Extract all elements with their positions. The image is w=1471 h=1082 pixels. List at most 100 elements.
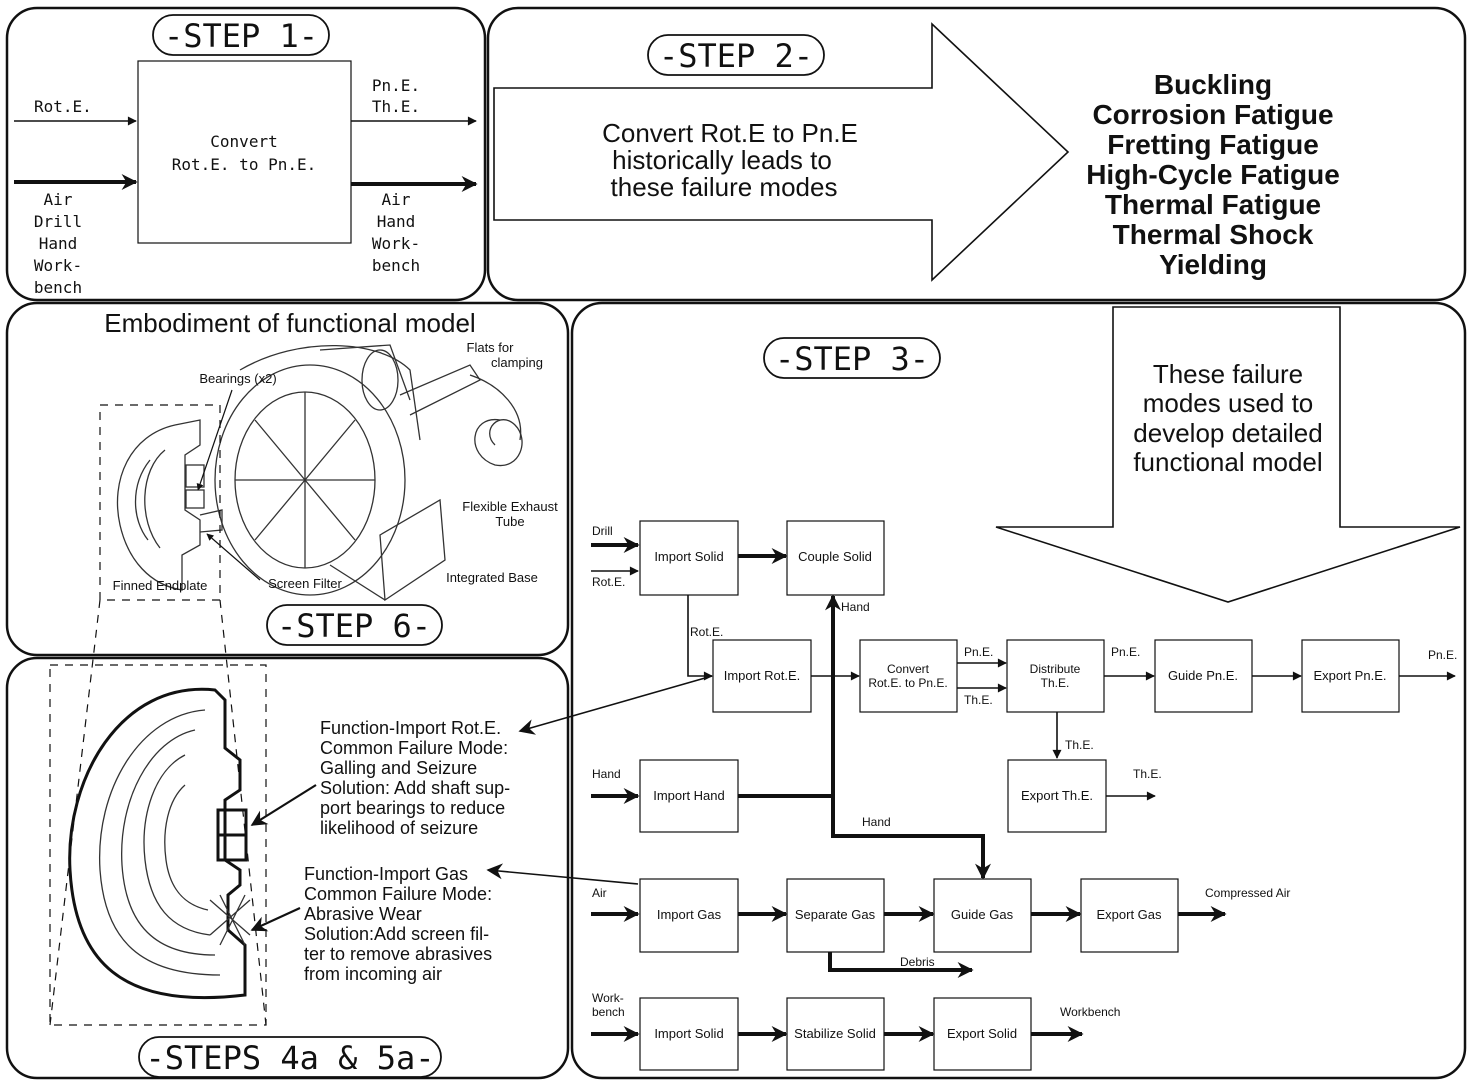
step3-down-line1: These failure: [1153, 359, 1303, 389]
block-couple-solid: [786, 520, 885, 596]
note1-line4: Solution: Add shaft sup-: [320, 778, 510, 798]
flow-rote-in: Rot.E.: [592, 575, 625, 589]
step1-out-the: Th.E.: [372, 97, 420, 116]
block-guide-gas-label: Guide Gas: [951, 907, 1014, 922]
block-stabilize-solid-label: Stabilize Solid: [794, 1026, 876, 1041]
step2-failure-modes: Buckling Corrosion Fatigue Fretting Fati…: [1086, 69, 1340, 280]
block-import-solid-2: [639, 997, 739, 1071]
step1-out-bench: bench: [372, 256, 420, 275]
step3-down-line4: functional model: [1133, 447, 1322, 477]
block-export-the: [1007, 759, 1107, 833]
flow-pne-1: Pn.E.: [964, 645, 993, 659]
flow-rote-mid: Rot.E.: [690, 625, 723, 639]
label-flats-1: Flats for: [467, 340, 515, 355]
block-import-solid-1: [639, 520, 739, 596]
flow-the-2: Th.E.: [1065, 738, 1094, 752]
step3-blocks: Import Solid Couple Solid Import Rot.E. …: [639, 520, 1400, 1071]
flow-compressed-air: Compressed Air: [1205, 886, 1290, 900]
block-distribute: [1006, 639, 1105, 713]
block-stabilize-solid: [786, 997, 885, 1071]
zoomed-endplate-sketch: [68, 687, 251, 1000]
steps45-label: -STEPS 4a & 5a-: [146, 1039, 435, 1077]
mode-thermal-shock: Thermal Shock: [1113, 219, 1314, 250]
step2-arrow-line1: Convert Rot.E to Pn.E: [602, 118, 858, 148]
flow-work-in-2: bench: [592, 1005, 625, 1019]
block-export-pne: [1301, 639, 1400, 713]
step1-in-bench: bench: [34, 278, 82, 297]
step1-in-air: Air: [44, 190, 73, 209]
block-convert-label-1: Convert: [887, 662, 930, 676]
flow-hand-mid: Hand: [862, 815, 891, 829]
flow-the-out: Th.E.: [1133, 767, 1162, 781]
step1-box-line1: Convert: [210, 132, 277, 151]
step3-down-line2: modes used to: [1143, 388, 1314, 418]
step1-rote-in-label: Rot.E.: [34, 97, 92, 116]
flow-the-1: Th.E.: [964, 693, 993, 707]
note1-line2: Common Failure Mode:: [320, 738, 508, 758]
step6-label: -STEP 6-: [277, 607, 431, 645]
mode-fretting-fatigue: Fretting Fatigue: [1107, 129, 1319, 160]
flow-hand-up: Hand: [841, 600, 870, 614]
callout-import-rote: [518, 675, 713, 735]
step2-label: -STEP 2-: [659, 37, 813, 75]
label-exhaust-1: Flexible Exhaust: [462, 499, 558, 514]
note2-line3: Abrasive Wear: [304, 904, 422, 924]
mode-yielding: Yielding: [1159, 249, 1267, 280]
note1-line5: port bearings to reduce: [320, 798, 505, 818]
embodiment-panel: Embodiment of functional model: [5, 301, 570, 657]
block-guide-pne: [1154, 639, 1253, 713]
step1-panel: -STEP 1- Convert Rot.E. to Pn.E. Rot.E. …: [5, 6, 487, 302]
zoom-callout-box: [49, 664, 267, 1026]
block-import-solid-1-label: Import Solid: [654, 549, 723, 564]
flow-workbench-out: Workbench: [1060, 1005, 1120, 1019]
block-export-gas: [1080, 878, 1179, 953]
label-flats-2: clamping: [491, 355, 543, 370]
note1-line1: Function-Import Rot.E.: [320, 718, 501, 738]
step2-arrow-line3: these failure modes: [611, 172, 838, 202]
flow-debris: Debris: [900, 955, 935, 969]
endplate-sketch: [116, 419, 223, 591]
blower-sketch: [214, 344, 523, 602]
step1-in-drill: Drill: [34, 212, 82, 231]
note2-line5: ter to remove abrasives: [304, 944, 492, 964]
steps45-panel: Function-Import Rot.E. Common Failure Mo…: [5, 599, 570, 1080]
step1-out-air: Air: [382, 190, 411, 209]
block-guide-gas: [933, 878, 1032, 953]
embodiment-title: Embodiment of functional model: [104, 308, 475, 338]
note1-line3: Galling and Seizure: [320, 758, 477, 778]
block-export-the-label: Export Th.E.: [1021, 788, 1093, 803]
label-finned-endplate: Finned Endplate: [113, 578, 208, 593]
step1-convert-box: [137, 60, 352, 244]
step1-box-line2: Rot.E. to Pn.E.: [172, 155, 317, 174]
step1-in-hand: Hand: [39, 234, 78, 253]
mode-buckling: Buckling: [1154, 69, 1272, 100]
block-import-rote: [712, 639, 812, 713]
block-export-gas-label: Export Gas: [1096, 907, 1162, 922]
step2-arrow-line2: historically leads to: [612, 145, 832, 175]
callout-import-gas: [486, 863, 639, 885]
block-distribute-label-2: Th.E.: [1041, 676, 1070, 690]
flow-drill: Drill: [592, 524, 613, 538]
step2-panel: -STEP 2- Convert Rot.E to Pn.E historica…: [486, 6, 1467, 302]
step2-big-arrow: [493, 22, 1070, 282]
step3-label: -STEP 3-: [775, 340, 929, 378]
step1-out-pne: Pn.E.: [372, 76, 420, 95]
flow-pne-out: Pn.E.: [1428, 648, 1457, 662]
block-couple-solid-label: Couple Solid: [798, 549, 872, 564]
block-convert: [859, 639, 958, 713]
step1-out-hand: Hand: [377, 212, 416, 231]
step1-out-work: Work-: [372, 234, 420, 253]
label-screen-filter: Screen Filter: [268, 576, 342, 591]
note1-line6: likelihood of seizure: [320, 818, 478, 838]
mode-high-cycle-fatigue: High-Cycle Fatigue: [1086, 159, 1340, 190]
block-import-hand-label: Import Hand: [653, 788, 725, 803]
block-import-rote-label: Import Rot.E.: [724, 668, 801, 683]
step1-in-work: Work-: [34, 256, 82, 275]
step3-down-line3: develop detailed: [1133, 418, 1322, 448]
mode-corrosion-fatigue: Corrosion Fatigue: [1092, 99, 1333, 130]
block-import-solid-2-label: Import Solid: [654, 1026, 723, 1041]
note2-line1: Function-Import Gas: [304, 864, 468, 884]
note2-line6: from incoming air: [304, 964, 442, 984]
block-import-gas-label: Import Gas: [657, 907, 722, 922]
